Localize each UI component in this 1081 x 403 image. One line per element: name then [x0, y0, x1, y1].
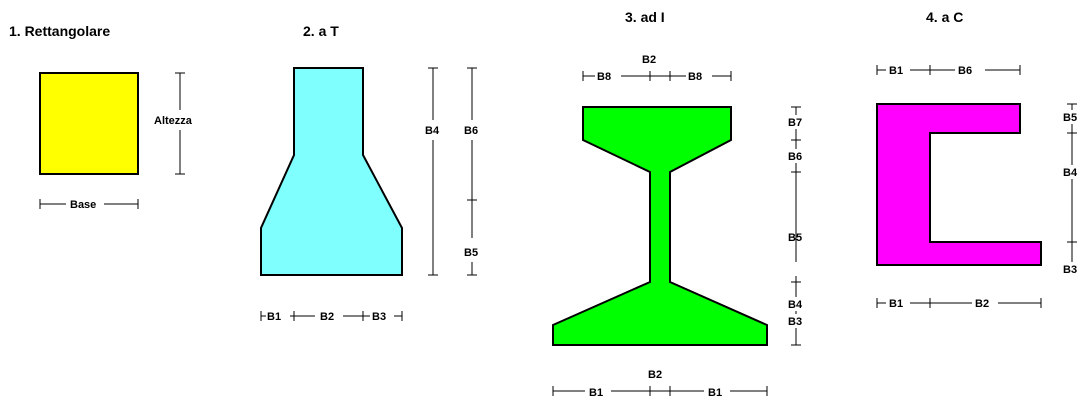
label-t-b2: B2: [320, 311, 334, 323]
label-i-b8-left: B8: [597, 71, 611, 83]
label-i-b3: B3: [788, 316, 802, 328]
label-i-b1-right: B1: [708, 387, 722, 398]
label-c-b1-top: B1: [889, 65, 903, 77]
label-i-b7: B7: [788, 117, 802, 129]
label-c-b4: B4: [1063, 167, 1078, 179]
label-c-b6: B6: [958, 65, 972, 77]
label-altezza: Altezza: [154, 115, 193, 127]
label-c-b3: B3: [1063, 264, 1077, 276]
label-i-b1-left: B1: [589, 387, 603, 398]
section-i: 3. ad I B2 B8 B8 B7 B6 B5 B4 B3 B2: [552, 9, 808, 399]
section-c: 4. a C B1 B6 B5 B4 B3 B1 B2: [876, 9, 1081, 310]
label-i-b6: B6: [788, 151, 802, 163]
label-i-b5: B5: [788, 232, 802, 244]
label-c-b1-bottom: B1: [889, 298, 903, 310]
title-a-t: 2. a T: [303, 23, 339, 39]
label-c-b2: B2: [975, 298, 989, 310]
title-a-c: 4. a C: [926, 9, 963, 25]
label-c-b5: B5: [1063, 112, 1077, 124]
shape-c-section: [876, 103, 1042, 266]
shape-t-section: [260, 67, 403, 276]
title-rettangolare: 1. Rettangolare: [9, 23, 110, 39]
label-i-b4: B4: [788, 299, 803, 311]
label-i-b2-bottom: B2: [648, 369, 662, 381]
section-t: 2. a T B4 B6 B5 B1 B2 B3: [260, 23, 478, 323]
label-t-b1: B1: [267, 311, 281, 323]
label-i-b2-top: B2: [642, 54, 656, 66]
shape-rectangle: [39, 72, 139, 175]
label-t-b5: B5: [464, 247, 478, 259]
label-t-b4: B4: [425, 125, 440, 137]
title-ad-i: 3. ad I: [625, 9, 665, 25]
shape-i-section: [552, 106, 768, 346]
label-t-b6: B6: [464, 125, 478, 137]
label-base: Base: [70, 199, 96, 211]
section-rectangular: 1. Rettangolare Altezza Base: [9, 23, 193, 211]
label-i-b8-right: B8: [688, 71, 702, 83]
label-t-b3: B3: [372, 311, 386, 323]
